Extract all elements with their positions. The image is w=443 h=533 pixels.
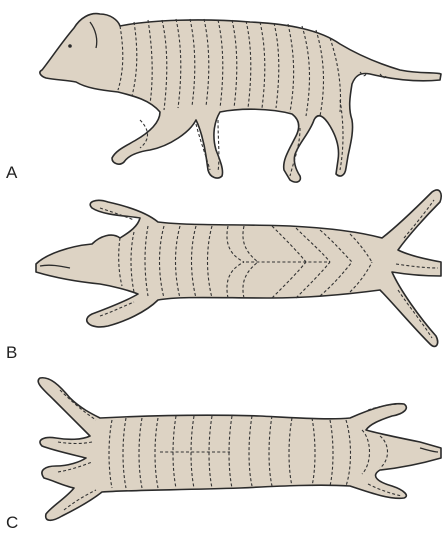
panel-b-dorsal-dog: [36, 190, 441, 347]
panel-c-ventral-dog: [38, 378, 441, 521]
panel-a-lateral-dog: [40, 14, 441, 182]
panel-label-a: A: [6, 163, 18, 182]
panel-label-b: B: [6, 343, 17, 362]
panel-label-c: C: [6, 513, 18, 532]
